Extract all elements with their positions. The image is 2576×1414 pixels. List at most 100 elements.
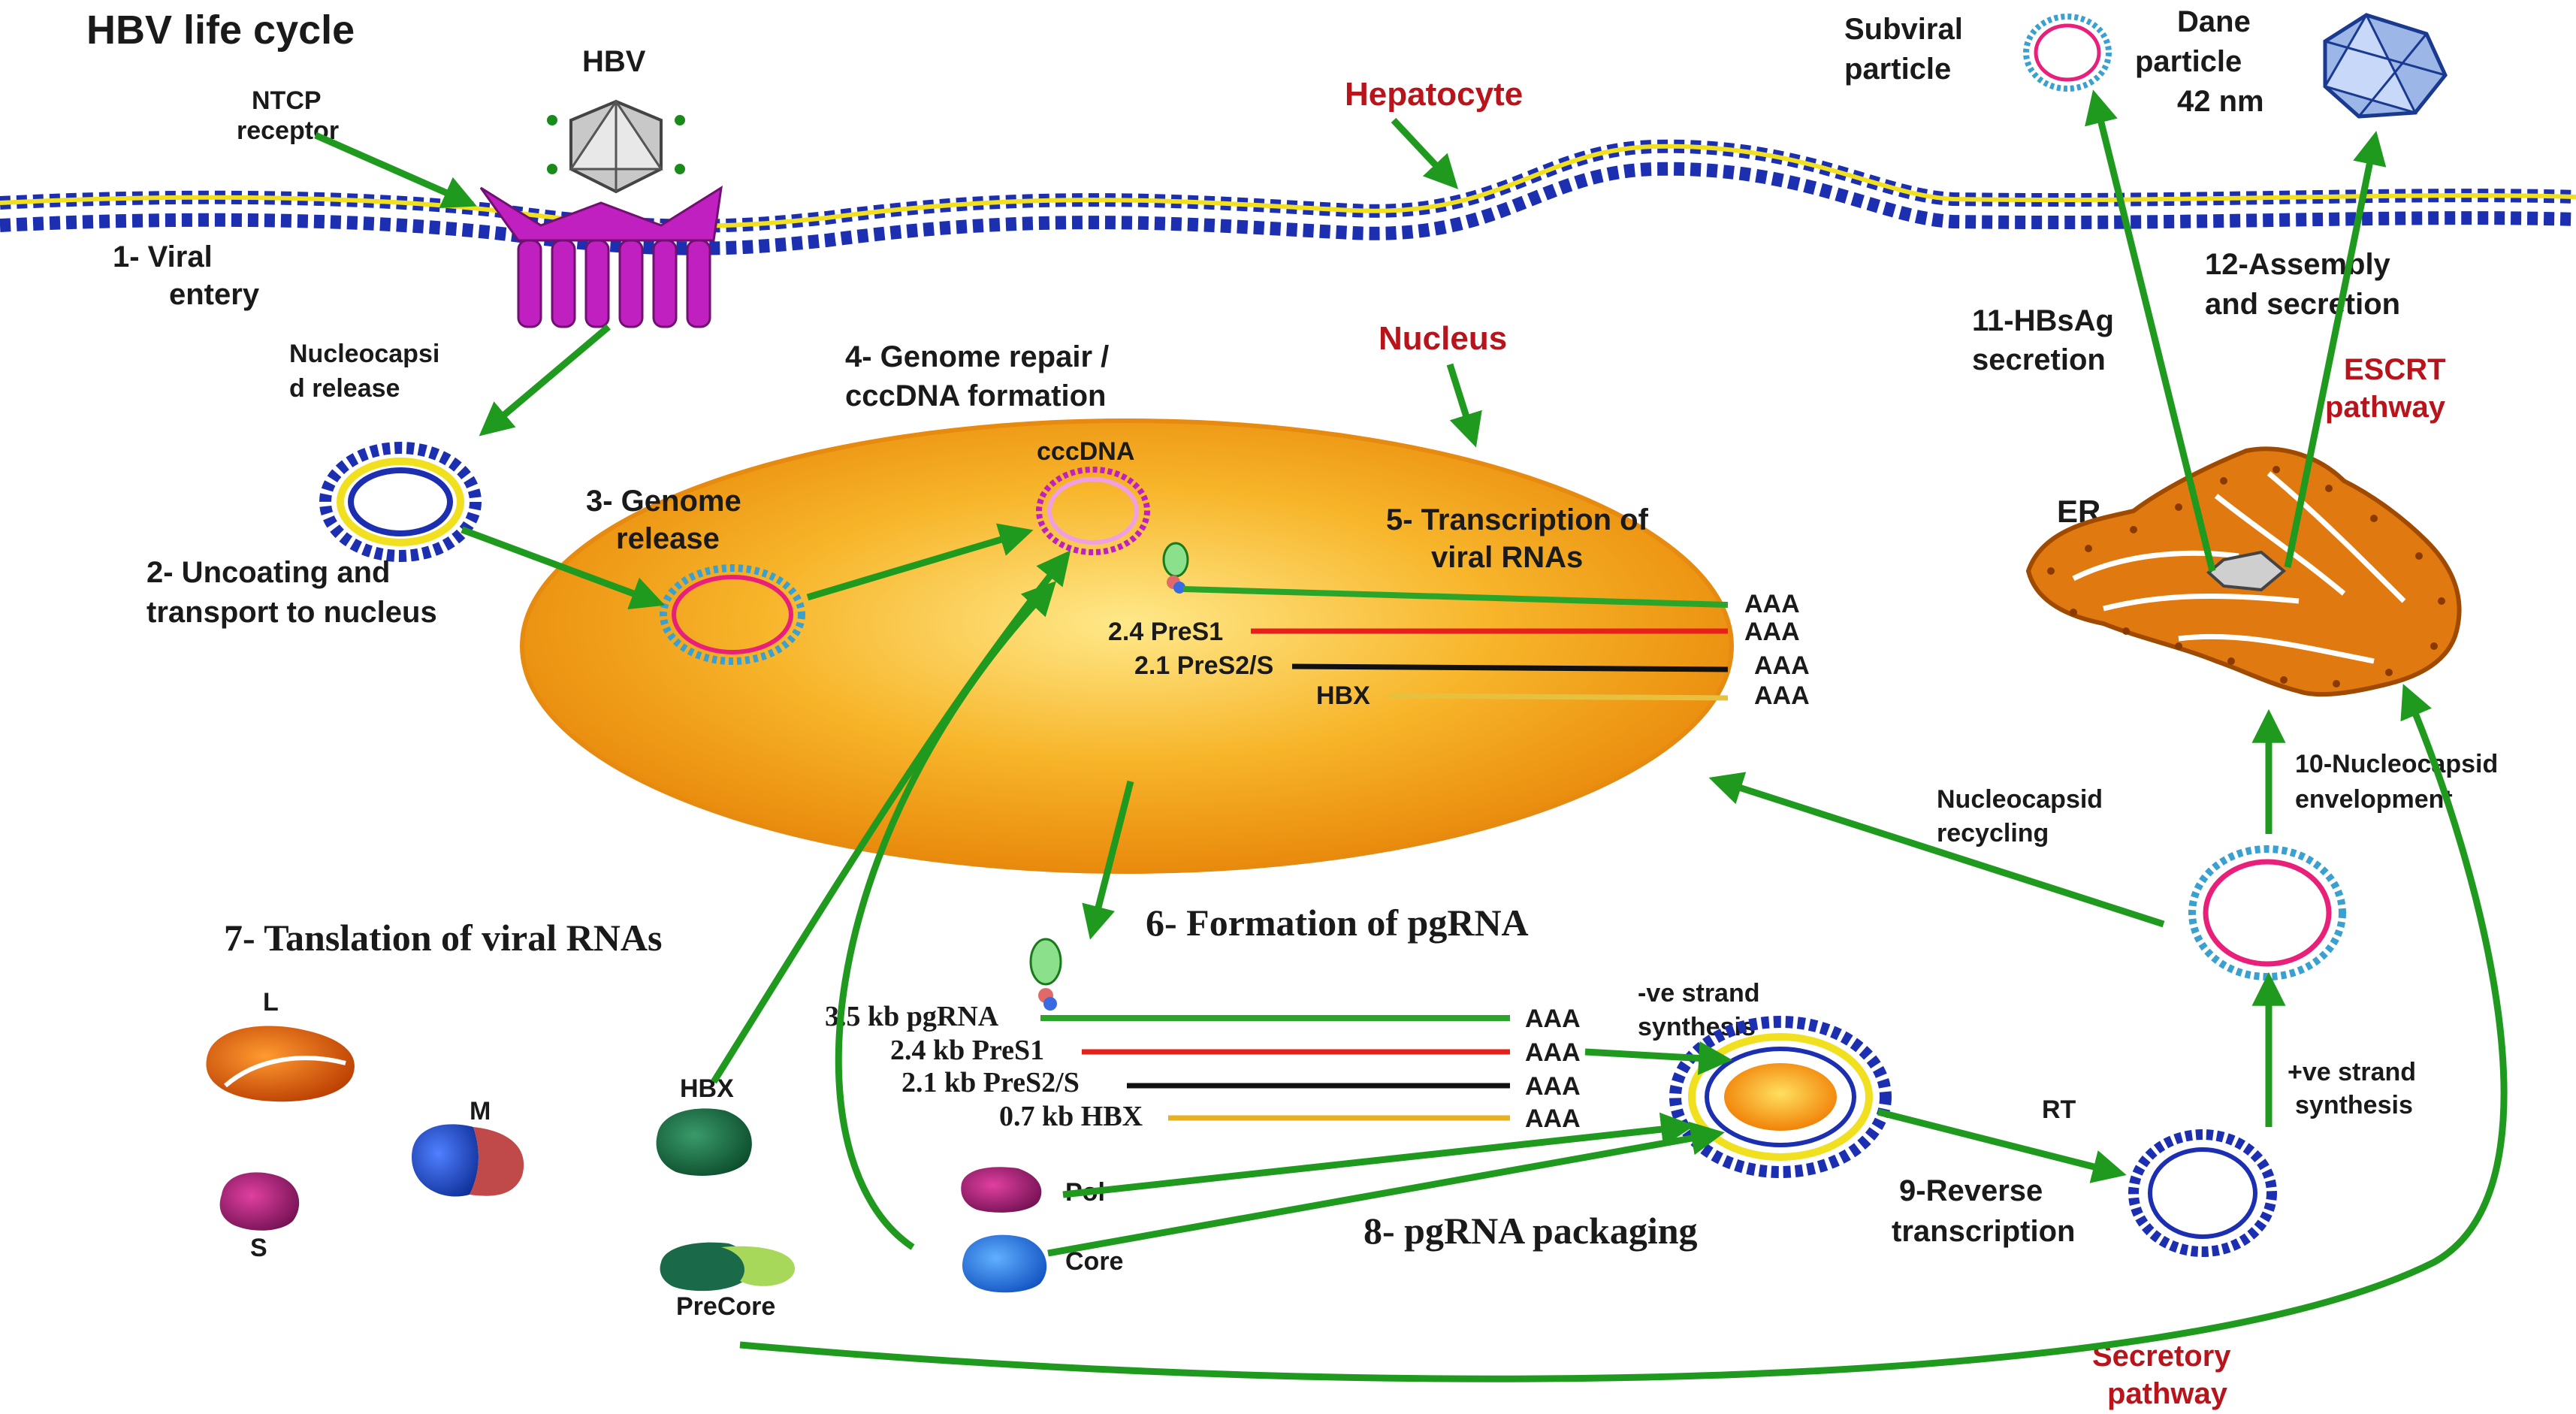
nucleus-label: Nucleus xyxy=(1379,320,1507,357)
pgrna-label-2: 2.1 kb PreS2/S xyxy=(901,1067,1080,1098)
pgrna-label-1: 2.4 kb PreS1 xyxy=(890,1035,1044,1066)
transcript-line-0 xyxy=(1182,586,1729,608)
protein-pol-icon xyxy=(961,1167,1042,1213)
hbv-label: HBV xyxy=(582,45,646,78)
reverse-transcription-label-line2: transcription xyxy=(1892,1215,2075,1248)
nucleocapsid-release-label-line1: Nucleocapsi xyxy=(289,340,439,368)
viral-entry-label-line2: entery xyxy=(169,278,260,311)
protein-l-label: L xyxy=(263,988,279,1017)
arrow-pol-to-capsid xyxy=(1062,1112,1696,1198)
arrow-release-to-capsid xyxy=(479,324,611,437)
protein-core-label: Core xyxy=(1065,1247,1123,1276)
pgrna-tail-1: AAA xyxy=(1525,1038,1581,1067)
protein-hbx-icon xyxy=(656,1108,752,1176)
diagram-title: HBV life cycle xyxy=(86,8,355,53)
arrow-pgrna-to-capsid xyxy=(1584,1041,1733,1075)
arrow-core-to-capsid xyxy=(1047,1121,1725,1257)
neg-strand-label-line1: -ve strand xyxy=(1638,979,1760,1008)
dane-label-line1: Dane xyxy=(2177,5,2251,38)
pos-strand-label-line1: +ve strand xyxy=(2288,1058,2416,1086)
genome-release-label-line2: release xyxy=(616,522,720,555)
transcript-tail-3: AAA xyxy=(1754,681,1810,710)
nucleocapsid-env-label-line1: 10-Nucleocapsid xyxy=(2295,750,2498,778)
protein-l-icon xyxy=(206,1026,355,1102)
genome-release-label-line1: 3- Genome xyxy=(586,485,741,518)
rt-nucleocapsid-icon xyxy=(2128,1129,2277,1257)
transcript-line-3 xyxy=(1389,693,1729,701)
transcript-label-2: 2.1 PreS2/S xyxy=(1134,651,1273,680)
hbsag-label-line2: secretion xyxy=(1972,343,2106,376)
hbv-virion-icon xyxy=(547,99,685,194)
dane-particle-icon xyxy=(2323,12,2448,119)
pos-strand-label-line2: synthesis xyxy=(2295,1091,2413,1119)
protein-s-icon xyxy=(219,1172,300,1231)
transcript-tail-0: AAA xyxy=(1744,590,1800,618)
transcript-label-1: 2.4 PreS1 xyxy=(1108,618,1223,646)
hbsag-label-line1: 11-HBsAg xyxy=(1972,304,2114,337)
escrt-label-line1: ESCRT xyxy=(2344,353,2446,386)
er-icon xyxy=(2025,446,2462,697)
subviral-particle-icon xyxy=(2023,14,2112,92)
incoming-nucleocapsid-icon xyxy=(319,442,482,562)
ntcp-receptor-icon xyxy=(479,186,723,328)
secretory-label-line2: pathway xyxy=(2107,1377,2228,1410)
transcript-tail-2: AAA xyxy=(1754,651,1810,680)
arrow-secretory-pathway xyxy=(739,684,2508,1382)
transcript-line-2 xyxy=(1291,663,1729,672)
pgrna-formation-label: 6- Formation of pgRNA xyxy=(1146,902,1529,944)
viral-entry-label-line1: 1- Viral xyxy=(113,240,213,273)
neg-strand-label-line2: synthesis xyxy=(1638,1013,1756,1041)
subviral-label-line1: Subviral xyxy=(1844,13,1963,46)
assembly-label-line2: and secretion xyxy=(2205,288,2400,321)
arrow-nucleus-label xyxy=(1446,363,1482,448)
reverse-transcription-label-line1: 9-Reverse xyxy=(1899,1174,2043,1207)
arrow-genome-to-cccdna xyxy=(806,523,1034,601)
arrow-hepatocyte-label xyxy=(1391,117,1459,189)
escrt-label-line2: pathway xyxy=(2325,391,2446,424)
genome-repair-label-line2: cccDNA formation xyxy=(845,379,1106,412)
subviral-label-line2: particle xyxy=(1844,53,1951,86)
mature-nucleocapsid-icon xyxy=(2188,845,2346,980)
cccdna-icon xyxy=(1036,467,1150,555)
arrow-recycling xyxy=(1708,772,2165,928)
transcript-tail-1: AAA xyxy=(1744,618,1800,646)
dane-label-line2: particle xyxy=(2135,45,2242,78)
nucleocapsid-rec-label-line1: Nucleocapsid xyxy=(1937,785,2103,814)
dane-label-line3: 42 nm xyxy=(2177,85,2264,118)
ntcp-label-line1: NTCP xyxy=(252,86,322,115)
protein-s-label: S xyxy=(250,1234,267,1262)
arrow-core-to-cccdna xyxy=(835,581,1057,1250)
protein-m-icon xyxy=(412,1124,524,1197)
arrow-hbsag-secretion xyxy=(2085,89,2216,573)
packaged-nucleocapsid-icon xyxy=(1669,1016,1892,1178)
rt-label: RT xyxy=(2042,1095,2076,1124)
transcription-label-line2: viral RNAs xyxy=(1431,541,1583,574)
translation-label: 7- Tanslation of viral RNAs xyxy=(224,917,662,959)
arrows xyxy=(314,89,2508,1382)
transcription-label-line1: 5- Transcription of xyxy=(1386,503,1649,536)
protein-core-icon xyxy=(962,1234,1047,1293)
released-genome-icon xyxy=(660,564,805,665)
protein-precore-icon xyxy=(660,1242,796,1292)
uncoating-label-line2: transport to nucleus xyxy=(146,596,437,629)
pgrna-tail-3: AAA xyxy=(1525,1104,1581,1133)
nucleocapsid-env-label-line2: envelopment xyxy=(2295,785,2453,814)
nuclear-transcripts: AAA 2.4 PreS1 AAA 2.1 PreS2/S AAA HBX AA… xyxy=(1108,542,1810,710)
nucleus-icon xyxy=(520,418,1734,874)
pgrna-label-3: 0.7 kb HBX xyxy=(999,1101,1143,1132)
cytoplasm-transcripts: 3.5 kb pgRNA AAA 2.4 kb PreS1 AAA 2.1 kb… xyxy=(825,938,1581,1133)
protein-precore-label: PreCore xyxy=(676,1292,775,1321)
pgrna-tail-2: AAA xyxy=(1525,1072,1581,1101)
cccdna-label: cccDNA xyxy=(1037,437,1134,466)
genome-repair-label-line1: 4- Genome repair / xyxy=(845,340,1109,373)
protein-m-label: M xyxy=(470,1097,491,1125)
protein-hbx-label: HBX xyxy=(680,1074,734,1103)
transcript-label-3: HBX xyxy=(1316,681,1370,710)
arrow-nucleus-to-pgrna xyxy=(1082,780,1134,940)
nucleocapsid-rec-label-line2: recycling xyxy=(1937,819,2049,847)
uncoating-label-line1: 2- Uncoating and xyxy=(146,556,390,589)
arrow-uncoating-to-nucleus xyxy=(461,526,666,610)
hepatocyte-label: Hepatocyte xyxy=(1345,76,1523,113)
arrow-ntcp-to-receptor xyxy=(314,131,477,208)
arrow-rt xyxy=(1877,1108,2127,1183)
